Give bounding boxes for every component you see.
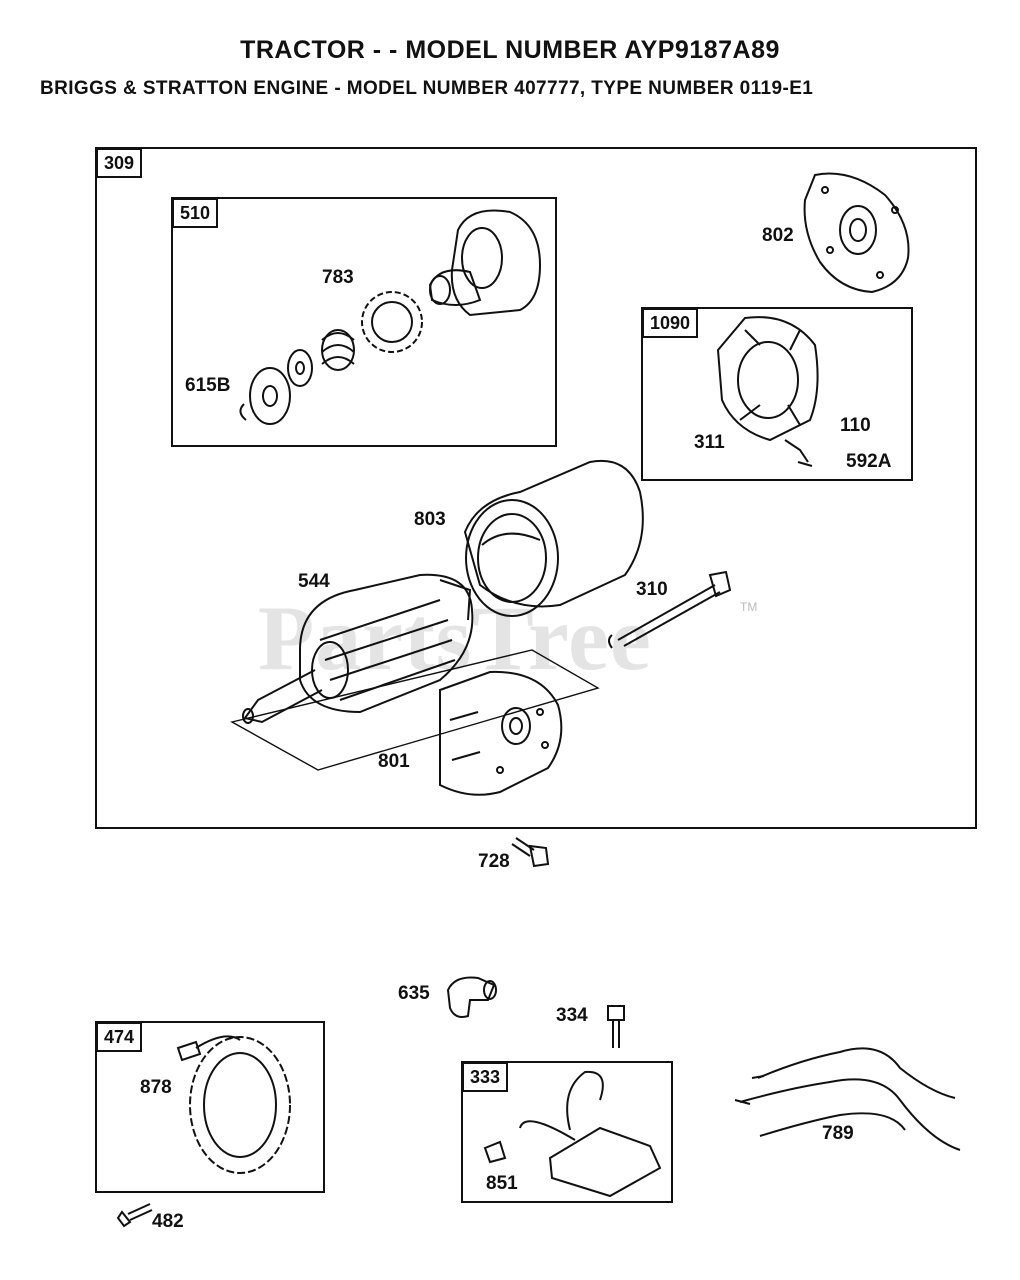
ignition-coil-drawing [483, 1070, 662, 1198]
watermark-tm: TM [740, 600, 758, 614]
through-bolt-drawing [608, 570, 732, 649]
part-878-label: 878 [140, 1077, 172, 1098]
part-110-label: 110 [840, 415, 871, 436]
brush-holder-drawing [716, 316, 819, 467]
part-482-label: 482 [152, 1211, 184, 1232]
screw-482-drawing [116, 1203, 153, 1228]
group-333-frame [461, 1061, 673, 1203]
part-592a-label: 592A [846, 451, 892, 472]
part-789-label: 789 [822, 1123, 854, 1144]
pinion-gear-drawing [321, 291, 423, 371]
group-333-tag: 333 [462, 1062, 509, 1092]
alternator-878-drawing [176, 1035, 291, 1174]
part-615b-label: 615B [185, 375, 231, 396]
drive-housing-drawing [428, 209, 542, 317]
group-309-frame [95, 147, 977, 829]
group-474-frame [95, 1021, 325, 1193]
drive-end-cap-drawing [439, 670, 563, 796]
part-311-label: 311 [694, 432, 725, 453]
group-510-frame [171, 197, 557, 447]
screw-334-drawing [607, 1005, 625, 1048]
group-309-tag: 309 [96, 148, 143, 178]
end-plate-drawing [803, 172, 910, 294]
screw-728-drawing [511, 837, 550, 868]
washer-stop-drawing [239, 349, 313, 425]
part-851-label: 851 [486, 1173, 518, 1194]
group-510-tag: 510 [172, 198, 219, 228]
part-635-label: 635 [398, 983, 430, 1004]
elbow-635-drawing [446, 976, 497, 1018]
armature-drawing [230, 573, 600, 771]
group-474-tag: 474 [96, 1022, 143, 1052]
group-1090-frame [641, 307, 913, 481]
part-310-label: 310 [636, 579, 668, 600]
part-728-label: 728 [478, 851, 510, 872]
engine-subtitle: BRIGGS & STRATTON ENGINE - MODEL NUMBER … [40, 78, 814, 99]
field-frame-drawing [463, 459, 644, 617]
wire-harness-drawing [734, 1047, 961, 1151]
part-802-label: 802 [762, 225, 794, 246]
part-334-label: 334 [556, 1005, 588, 1026]
part-783-label: 783 [322, 267, 354, 288]
part-803-label: 803 [414, 509, 446, 530]
part-544-label: 544 [298, 571, 330, 592]
diagram-title: TRACTOR - - MODEL NUMBER AYP9187A89 [240, 36, 780, 64]
part-801-label: 801 [378, 751, 410, 772]
group-1090-tag: 1090 [642, 308, 699, 338]
